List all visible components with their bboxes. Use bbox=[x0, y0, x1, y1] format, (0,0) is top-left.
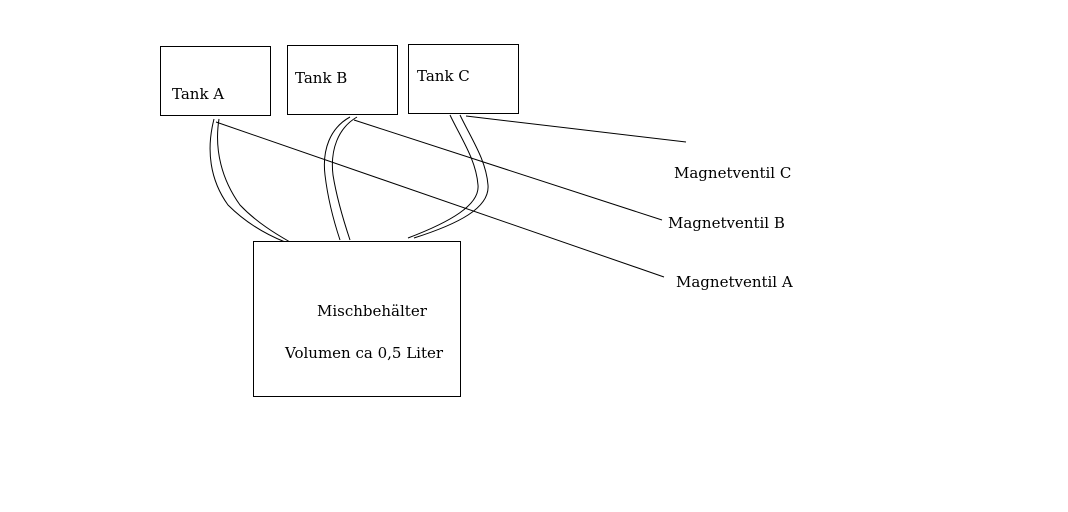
mixer-title: Mischbehälter bbox=[317, 302, 427, 320]
hose-tank-a-inner bbox=[217, 118, 291, 243]
tank-b-label: Tank B bbox=[295, 69, 348, 87]
mixer-box bbox=[253, 241, 461, 397]
wire-valve-b bbox=[353, 119, 663, 221]
hose-tank-a bbox=[209, 118, 286, 243]
valve-a-label: Magnetventil A bbox=[676, 273, 793, 291]
valve-c-label: Magnetventil C bbox=[674, 164, 792, 182]
hose-tank-c bbox=[407, 114, 479, 239]
wire-valve-c bbox=[465, 115, 687, 143]
hose-tank-b-inner bbox=[331, 116, 358, 241]
wire-valve-a bbox=[215, 121, 665, 278]
hose-tank-b bbox=[323, 116, 351, 241]
tank-b-box bbox=[287, 45, 398, 115]
tank-a-box bbox=[160, 46, 271, 116]
mixer-volume: Volumen ca 0,5 Liter bbox=[285, 344, 444, 362]
tank-c-box bbox=[408, 44, 519, 114]
tank-a-label: Tank A bbox=[172, 85, 225, 103]
valve-b-label: Magnetventil B bbox=[668, 214, 785, 232]
hose-tank-c-inner bbox=[413, 114, 489, 239]
tank-c-label: Tank C bbox=[417, 67, 470, 85]
